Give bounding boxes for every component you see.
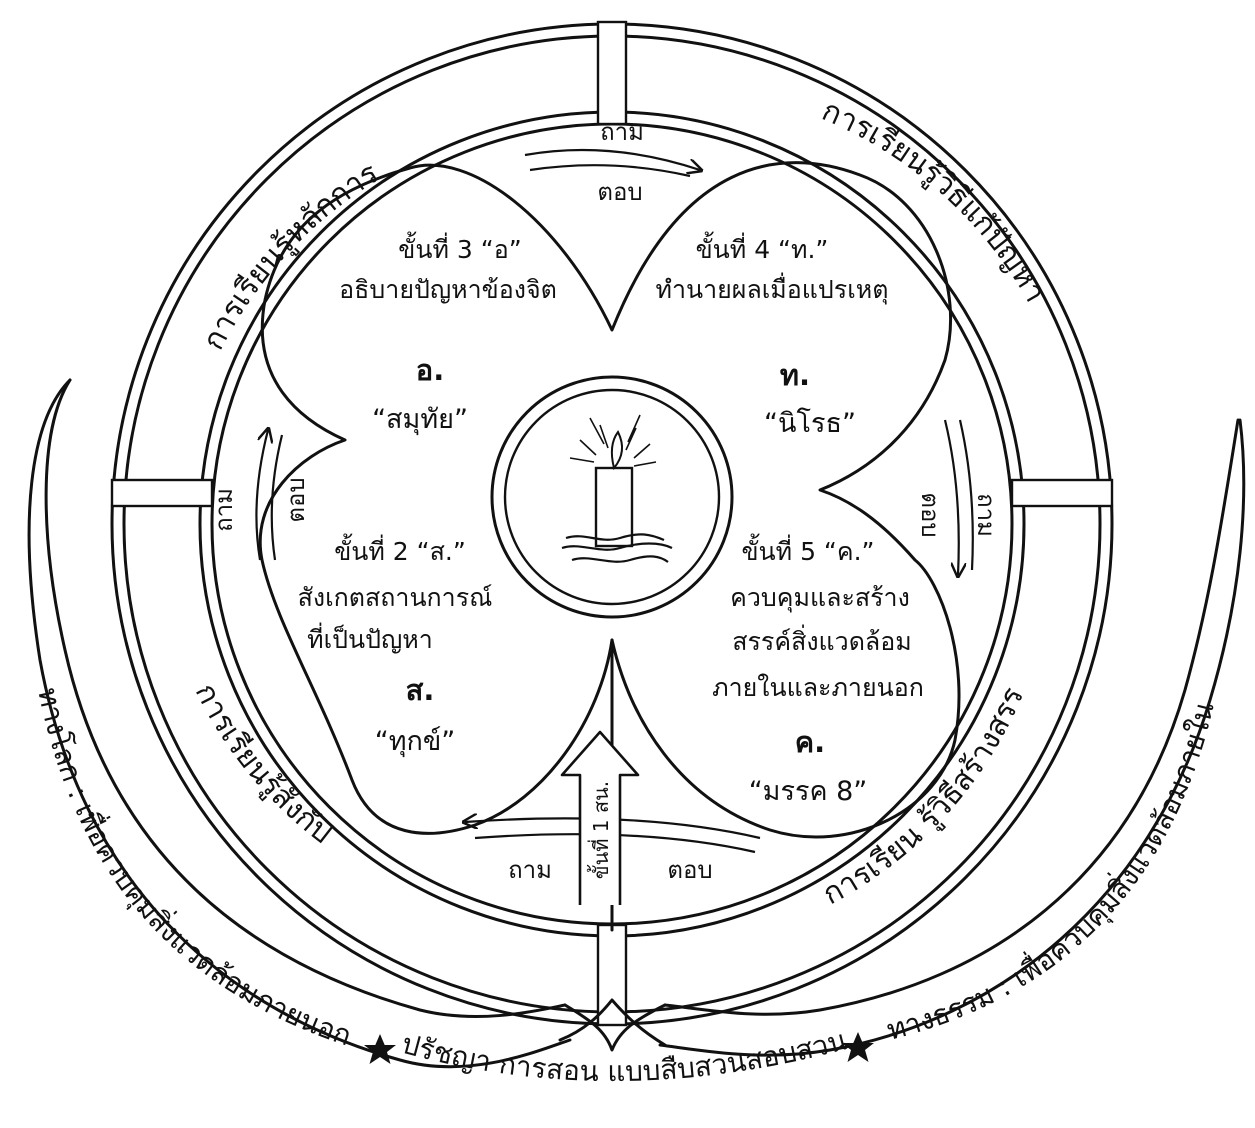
center-emblem [492,377,732,617]
petal-letter: ส. [406,673,435,707]
band-label-left: ทางโลก : เพื่อควบคุมสิ่งแวดล้อมภายนอก [31,685,356,1053]
petal-bottom-left: ขั้นที่ 2 “ส.” สังเกตสถานการณ์ ที่เป็นปั… [298,533,493,758]
petal-line: อธิบายปัญหาข้องจิต [339,275,557,304]
arrow-ask-label: ถาม [508,856,552,884]
entry-arrow-label: ขั้นที่ 1 สน. [587,781,613,879]
arrow-top: ถาม ตอบ [525,118,700,206]
arrow-answer-label: ตอบ [597,178,642,206]
ring-label-bottom-left: การเรียนรู้สังกัป [188,678,339,851]
petal-step: ขั้นที่ 3 “อ” [398,231,521,264]
band-label-right: ทางธรรม : เพื่อควบคุมสิ่งแวดล้อมภายใน [883,699,1220,1047]
petal-line: สรรค์สิ่งแวดล้อม [732,624,912,656]
ring-label-top-left: การเรียนรู้หลักการ [196,156,385,356]
arrow-right: ถาม ตอบ [916,420,1000,575]
petal-letter: ท. [780,358,810,392]
petal-name: “ทุกข์” [375,725,456,758]
petal-step: ขั้นที่ 4 “ท.” [696,231,829,264]
petal-name: “นิโรธ” [764,408,856,439]
arrow-ask-label: ถาม [210,488,238,532]
petal-line: ควบคุมและสร้าง [730,583,910,613]
arrow-ask-label: ถาม [600,118,644,146]
petal-letter: อ. [416,353,444,387]
arrow-ask-label: ถาม [972,493,1000,537]
petal-step: ขั้นที่ 5 “ค.” [741,533,874,566]
arrow-answer-label: ตอบ [282,477,310,522]
petal-line: ที่เป็นปัญหา [307,622,433,654]
petal-letter: ค. [795,725,825,759]
arrow-answer-label: ตอบ [667,856,712,884]
petal-name: “สมุทัย” [372,404,468,436]
petal-top-left: ขั้นที่ 3 “อ” อธิบายปัญหาข้องจิต อ. “สมุ… [339,231,557,436]
petal-line: ทำนายผลเมื่อแปรเหตุ [656,272,889,305]
petal-line: สังเกตสถานการณ์ [298,583,493,612]
petal-line: ภายในและภายนอก [712,673,924,702]
petal-step: ขั้นที่ 2 “ส.” [334,533,466,566]
petal-bottom-right: ขั้นที่ 5 “ค.” ควบคุมและสร้าง สรรค์สิ่งแ… [712,533,924,807]
arrow-answer-label: ตอบ [916,492,944,537]
petal-name: “มรรค 8” [749,776,868,807]
